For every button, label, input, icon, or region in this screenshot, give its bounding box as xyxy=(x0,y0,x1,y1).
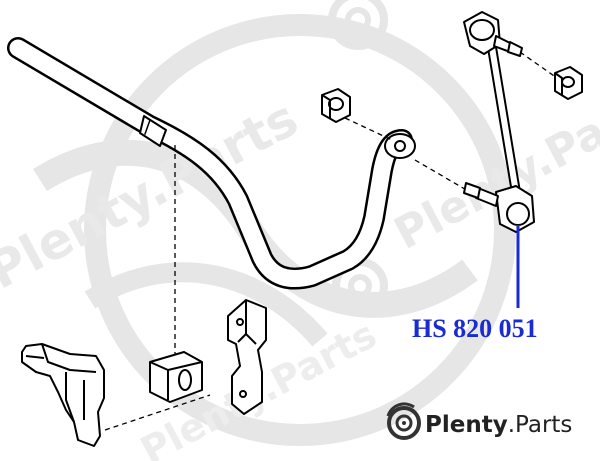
stabilizer-link xyxy=(463,11,535,233)
dashed-line-link-top-nut xyxy=(519,51,558,79)
svg-text:Plenty.Parts: Plenty.Parts xyxy=(425,412,572,438)
bushing xyxy=(149,351,203,403)
stabilizer-bar-core xyxy=(9,39,411,288)
brand-name-rest: .Parts xyxy=(508,412,573,438)
brand-logo: Plenty.Parts xyxy=(386,402,572,440)
watermark-text: Plenty.Parts xyxy=(386,74,600,260)
link-nut xyxy=(554,66,583,100)
nut xyxy=(321,88,351,123)
dashed-line-bushing-to-bracket xyxy=(104,394,211,431)
bar-end-hole xyxy=(394,140,406,152)
link-top-socket xyxy=(469,19,495,41)
watermark-disc-icon xyxy=(345,7,371,33)
frame-bracket xyxy=(21,343,105,447)
link-bottom-socket xyxy=(506,202,530,226)
bar-band-line xyxy=(144,119,151,135)
part-number-label: HS 820 051 xyxy=(412,314,538,343)
bushing-bracket xyxy=(227,299,267,415)
brand-name-bold: Plenty xyxy=(425,412,508,438)
brake-disc-icon xyxy=(386,402,421,440)
stabilizer-bar xyxy=(7,37,416,290)
watermark-disc-icon xyxy=(348,274,372,298)
link-bottom-thread xyxy=(463,182,481,199)
watermark-ring xyxy=(84,14,516,446)
watermark-swoosh xyxy=(84,262,328,347)
bar-band xyxy=(139,115,167,147)
link-top-thread xyxy=(507,41,523,57)
watermark-disc-icon xyxy=(328,0,388,50)
